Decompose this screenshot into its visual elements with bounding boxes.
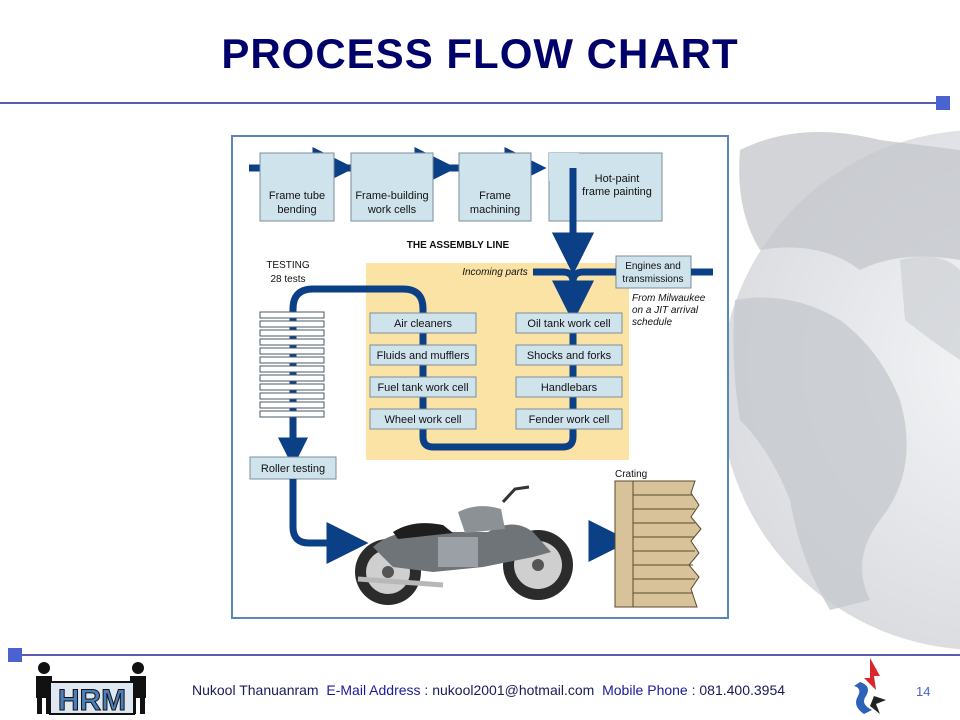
milwaukee-note-line3: schedule — [632, 317, 672, 328]
footer-email-label: E-Mail Address : — [326, 682, 429, 698]
testing-count-label: 28 tests — [270, 274, 305, 285]
right-work-cells: Oil tank work cell Shocks and forks Hand… — [515, 312, 623, 430]
cell-air-cleaners: Air cleaners — [394, 318, 453, 330]
crating-illustration — [614, 480, 702, 608]
engines-label-line2: transmissions — [622, 274, 683, 285]
footer-phone: 081.400.3954 — [699, 682, 786, 698]
step-label-line2: machining — [470, 204, 520, 216]
org-emblem-icon — [854, 658, 886, 714]
incoming-parts-label: Incoming parts — [462, 267, 528, 278]
to-motorcycle-arrow — [289, 479, 369, 564]
milwaukee-note-line2: on a JIT arrival — [632, 305, 699, 316]
motorcycle-illustration — [355, 485, 573, 605]
footer-contact: Nukool Thanuanram E-Mail Address : nukoo… — [192, 682, 785, 698]
testing-stack — [259, 311, 325, 418]
hrm-logo-text: HRM — [58, 684, 126, 716]
top-step-frame-tube-bending: Frame tube bending — [259, 152, 335, 222]
cell-wheel: Wheel work cell — [384, 414, 461, 426]
milwaukee-note-line1: From Milwaukee — [632, 293, 706, 304]
top-step-hot-paint: Hot-paint frame painting — [548, 152, 663, 222]
roller-testing-box: Roller testing — [249, 456, 337, 480]
testing-label: TESTING — [266, 260, 310, 271]
top-divider-square — [936, 96, 950, 110]
engines-transmissions-box: Engines and transmissions — [615, 255, 692, 289]
engines-label-line1: Engines and — [625, 261, 681, 272]
left-work-cells: Air cleaners Fluids and mufflers Fuel ta… — [369, 312, 477, 430]
crating-label: Crating — [615, 469, 647, 480]
top-step-frame-building: Frame-building work cells — [350, 152, 434, 222]
bottom-divider — [14, 654, 960, 656]
assembly-line-label: THE ASSEMBLY LINE — [407, 240, 510, 251]
footer-name: Nukool Thanuanram — [192, 682, 319, 698]
cell-fluids-mufflers: Fluids and mufflers — [377, 350, 470, 362]
step-label-line2: bending — [277, 204, 316, 216]
cell-handlebars: Handlebars — [541, 382, 598, 394]
bottom-divider-square — [8, 648, 22, 662]
footer-email: nukool2001@hotmail.com — [432, 682, 595, 698]
top-step-frame-machining: Frame machining — [458, 152, 532, 222]
roller-testing-label: Roller testing — [261, 463, 325, 475]
step-label-line2: frame painting — [582, 186, 652, 198]
step-label-line1: Frame-building — [355, 190, 428, 202]
process-diagram-frame: Frame tube bending Frame-building work c… — [231, 135, 729, 619]
cell-oil-tank: Oil tank work cell — [527, 318, 610, 330]
top-divider — [0, 102, 940, 104]
cell-fuel-tank: Fuel tank work cell — [377, 382, 468, 394]
step-label-line1: Hot-paint — [595, 173, 640, 185]
cell-shocks-forks: Shocks and forks — [527, 350, 612, 362]
process-flow-diagram: Frame tube bending Frame-building work c… — [249, 147, 713, 608]
assembly-loop-path — [289, 285, 577, 457]
step-label-line2: work cells — [367, 204, 417, 216]
incoming-parts-arrow — [533, 268, 577, 283]
footer-phone-label: Mobile Phone : — [602, 682, 696, 698]
cell-fender: Fender work cell — [529, 414, 610, 426]
page-title: PROCESS FLOW CHART — [221, 30, 739, 77]
step-label-line1: Frame — [479, 190, 511, 202]
step-label-line1: Frame tube — [269, 190, 325, 202]
hrm-logo: HRM — [36, 662, 146, 716]
page-number: 14 — [916, 684, 931, 699]
